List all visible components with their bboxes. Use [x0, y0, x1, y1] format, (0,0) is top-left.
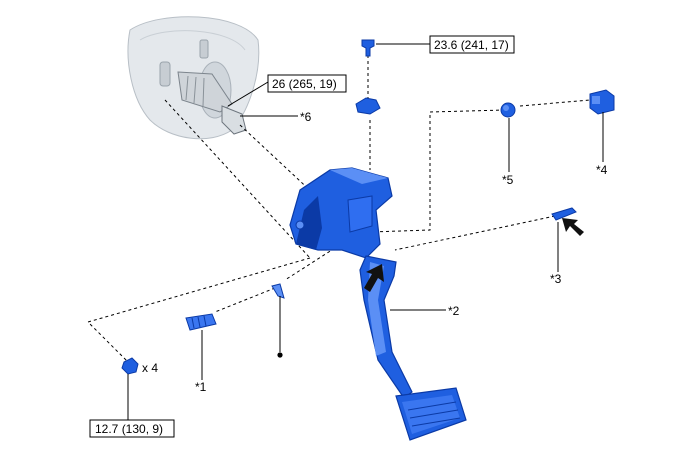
- torque-box-clevis: [267, 74, 347, 93]
- torque-spec-clevis: 26 (265, 19): [272, 77, 337, 91]
- callout-3: *3: [550, 272, 562, 286]
- spring: [185, 313, 217, 331]
- leader-lines: [127, 43, 604, 420]
- assembly-lines: [87, 55, 591, 363]
- push-rod-boot: [177, 71, 247, 135]
- pedal-pin: [551, 207, 577, 221]
- quantity-label: x 4: [142, 361, 158, 375]
- arrow-icon: [364, 264, 384, 292]
- torque-box-top-bolt: [429, 35, 515, 54]
- bracket-nut: [121, 357, 139, 375]
- torque-spec-bracket-nut: 12.7 (130, 9): [95, 422, 163, 436]
- callout-6: *6: [300, 110, 312, 124]
- retaining-clip: [271, 283, 285, 299]
- pedal-arm: [359, 255, 413, 399]
- callout-1: *1: [195, 380, 207, 394]
- top-bolt: [361, 39, 375, 57]
- pedal-pad: [395, 387, 467, 441]
- stop-lamp-switch: [589, 89, 615, 115]
- arrow-icon: [562, 218, 584, 236]
- callout-4: *4: [596, 163, 608, 177]
- clip: [500, 102, 516, 118]
- dot-icon: [277, 352, 283, 358]
- torque-spec-top-bolt: 23.6 (241, 17): [434, 38, 509, 52]
- callout-5: *5: [502, 173, 514, 187]
- top-nut: [355, 97, 381, 115]
- pedal-bracket: [289, 167, 393, 259]
- callout-2: *2: [448, 304, 460, 318]
- torque-box-bracket-nut: [89, 419, 175, 438]
